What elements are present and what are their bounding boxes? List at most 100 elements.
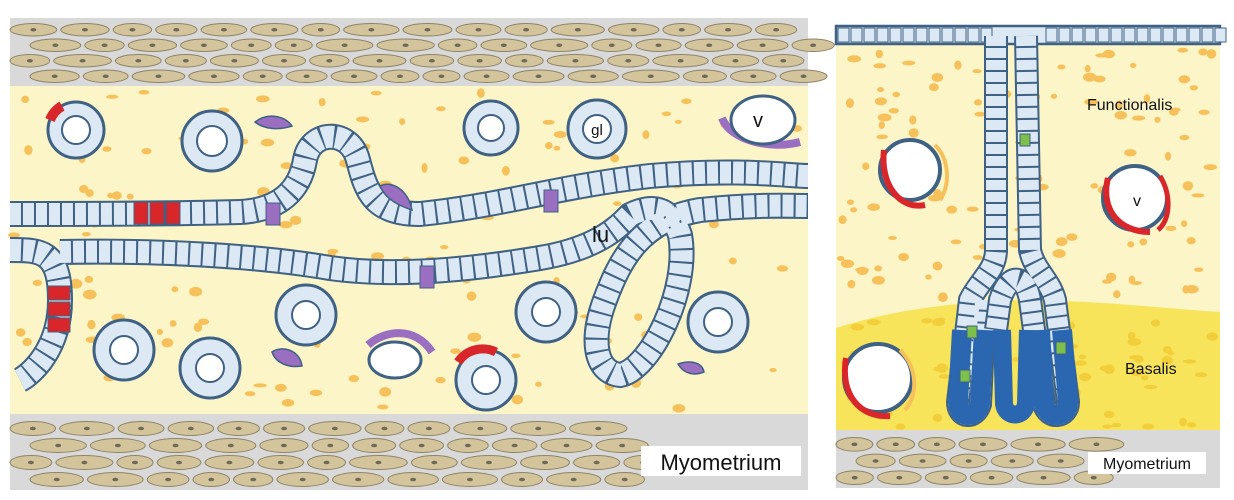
vessel: v [718,94,802,149]
lumen-label: lu [592,222,609,247]
muscle-nucleus [355,477,362,482]
muscle-nucleus [988,475,995,480]
muscle-nucleus [1057,459,1064,463]
stroma-cell [15,328,26,337]
stroma-cell [1124,149,1137,157]
muscle-nucleus [630,27,637,32]
stroma-cell [511,394,524,405]
stroma-cell [198,318,210,325]
stroma-cell [244,391,256,397]
stroma-cell [932,413,943,423]
muscle-nucleus [678,27,685,32]
stroma-cell [24,145,33,156]
epithelial-cell [1175,27,1188,43]
stroma-cell [255,95,270,103]
muscle-nucleus [574,27,581,32]
muscle-nucleus [466,477,473,482]
vessel-label: v [753,110,763,132]
muscle-nucleus [277,460,284,465]
stroma-cell [972,69,982,74]
stroma-cell [106,94,119,99]
muscle-nucleus [381,426,388,431]
epithelial-cell [850,27,863,43]
stroma-cell [82,289,97,300]
stroma-cell [436,106,446,112]
glands: gl [45,98,750,412]
stroma-cell [1102,424,1113,429]
stroma-cell [1141,375,1149,381]
muscle-nucleus [187,426,194,431]
stroma-cell [1177,47,1189,53]
muscle-nucleus [608,43,615,48]
muscle-nucleus [570,477,577,482]
muscle-nucleus [851,475,858,480]
muscle-nucleus [200,43,207,48]
stroma-cell [1078,372,1092,382]
epithelial-cell [876,27,889,43]
stroma-cell [1127,241,1135,248]
stroma-cell [954,60,962,70]
muscle-nucleus [368,27,375,32]
epithelial-cell [902,27,915,43]
epithelial-cell [1123,27,1136,43]
muscle-nucleus [563,443,570,448]
muscle-nucleus [535,426,542,431]
muscle-nucleus [892,442,899,447]
epithelial-cell [954,27,967,43]
stroma-cell [613,201,622,206]
muscle-nucleus [280,443,287,448]
stroma-cell [933,189,942,199]
stroma-cell [111,191,122,200]
muscle-nucleus [317,27,324,32]
stroma-cell [377,404,389,410]
stroma-cell [21,95,30,104]
muscle-nucleus [351,74,358,79]
stroma-cell [928,83,939,92]
muscle-nucleus [1035,442,1042,447]
stroma-cell [1151,319,1160,327]
stroma-cell [1206,49,1217,59]
muscle-nucleus [428,58,435,63]
muscle-nucleus [424,27,431,32]
stroma-cell [87,319,96,330]
stroma-cell [348,375,360,383]
muscle-nucleus [371,443,378,448]
stroma-cell [840,259,855,269]
stroma-cell [1165,225,1177,232]
stroma-cell [1182,181,1194,191]
stroma-cell [327,248,339,254]
muscle-nucleus [477,426,484,431]
muscle-nucleus [593,460,600,465]
muscle-nucleus [851,442,858,447]
muscle-nucleus [235,426,242,431]
epithelial-cell [1058,27,1071,43]
stroma-cell [274,383,287,392]
muscle-nucleus [701,74,708,79]
purple-blob [271,348,303,368]
muscle-nucleus [590,74,597,79]
muscle-nucleus [248,43,255,48]
stroma-cell [1114,111,1127,120]
stroma-cell [1179,417,1187,427]
red-cell [47,285,71,301]
stroma-cell [1162,345,1172,354]
muscle-nucleus [271,27,278,32]
stroma-cell [1074,360,1087,366]
epithelial-cell [1071,27,1084,43]
epithelial-cell [1201,27,1214,43]
stroma-cell [1189,85,1199,91]
left-top-muscle-cells [9,23,835,83]
stroma-cell [1127,331,1136,341]
stroma-cell [938,374,950,379]
stroma-cell [126,193,134,200]
epithelial-cell [889,27,902,43]
stroma-cell [1161,355,1173,365]
purple-blob [253,115,294,130]
gland [686,290,750,354]
stroma-cell [932,261,943,271]
stroma-cell [189,286,203,297]
epithelial-cell [1188,27,1201,43]
muscle-nucleus [780,58,787,63]
green-cell [1055,341,1067,355]
stroma-cell [156,328,163,335]
